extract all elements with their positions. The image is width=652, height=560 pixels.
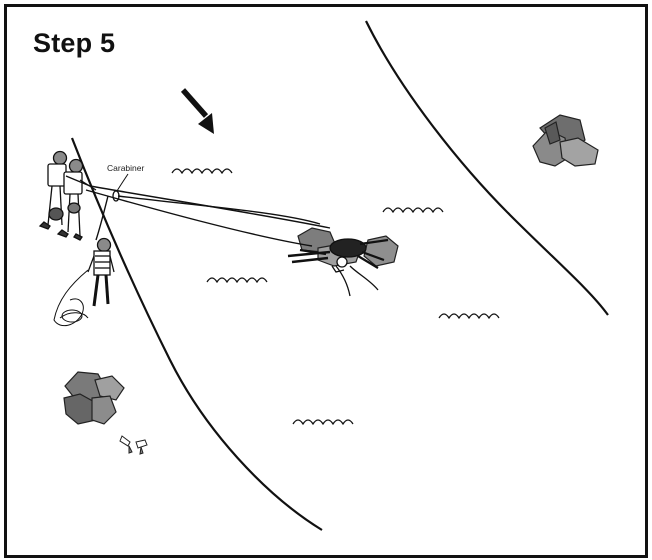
boulder-icon [532,114,599,167]
step-title: Step 5 [33,28,116,58]
far-riverbank-line [365,20,609,316]
rescue-rope [117,195,321,225]
victim-figure [287,238,389,297]
water-ripple-icon [206,277,268,284]
current-arrow-icon [180,88,214,134]
carabiner-pointer-line [116,173,129,192]
water-ripple-icon [438,313,500,320]
water-ripple-icon [382,207,444,214]
water-ripple-icon [171,168,233,175]
carabiner-icon [112,190,120,202]
rescuer-figure [87,237,115,307]
near-riverbank-line [70,137,323,531]
water-ripple-icon [292,419,354,426]
rescuer-team-figure [38,150,97,241]
swim-fins-icon [119,435,148,455]
diagram-frame [4,4,648,558]
rescue-rope [95,195,109,241]
carabiner-label: Carabiner [107,163,144,173]
boulder-icon [63,371,125,425]
coiled-rope-icon [53,269,89,327]
rescue-rope [85,189,313,247]
